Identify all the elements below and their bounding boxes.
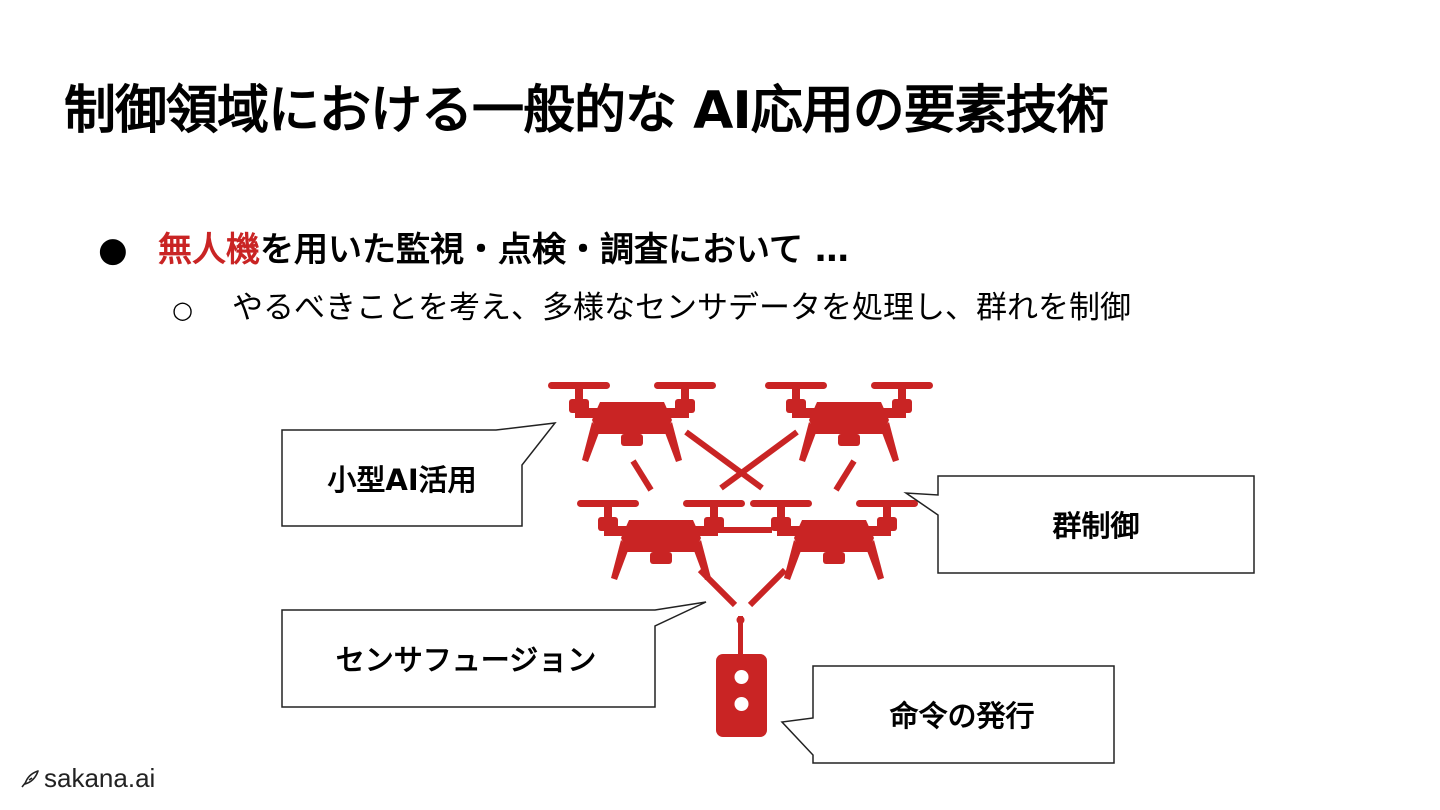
- callout-sensor-bubble: [281, 601, 707, 708]
- slide-title: 制御領域における一般的な AI応用の要素技術: [64, 81, 1109, 141]
- callout-small-ai-label: 小型AI活用: [327, 463, 477, 497]
- callout-command-bubble: [780, 665, 1115, 764]
- callout-command-label: 命令の発行: [889, 699, 1035, 733]
- drone-icon: [577, 500, 745, 580]
- bullet-marker: ●: [98, 230, 128, 270]
- bullet-text: を用いた監視・点検・調査において …: [260, 230, 849, 270]
- connection-lines: [630, 429, 857, 608]
- drone-icon: [765, 382, 933, 462]
- callout-small-ai-bubble: [281, 422, 557, 527]
- drone-icon: [750, 500, 918, 580]
- company-logo: sakana.ai: [20, 763, 155, 794]
- main-bullet: ● 無人機を用いた監視・点検・調査において …: [98, 222, 849, 271]
- logo-text: sakana.ai: [44, 763, 156, 793]
- callout-sensor-label: センサフュージョン: [335, 643, 597, 677]
- bullet-highlight: 無人機: [158, 230, 260, 270]
- callout-swarm-bubble: [903, 475, 1255, 574]
- callout-swarm-label: 群制御: [1052, 509, 1140, 543]
- sub-bullet: ○ やるべきことを考え、多様なセンサデータを処理し、群れを制御: [172, 282, 1131, 327]
- drone-icon: [548, 382, 716, 462]
- sub-bullet-marker: ○: [172, 296, 193, 324]
- sub-bullet-text: やるべきことを考え、多様なセンサデータを処理し、群れを制御: [232, 290, 1131, 326]
- fish-icon: [21, 769, 39, 787]
- remote-controller-icon: [716, 616, 767, 737]
